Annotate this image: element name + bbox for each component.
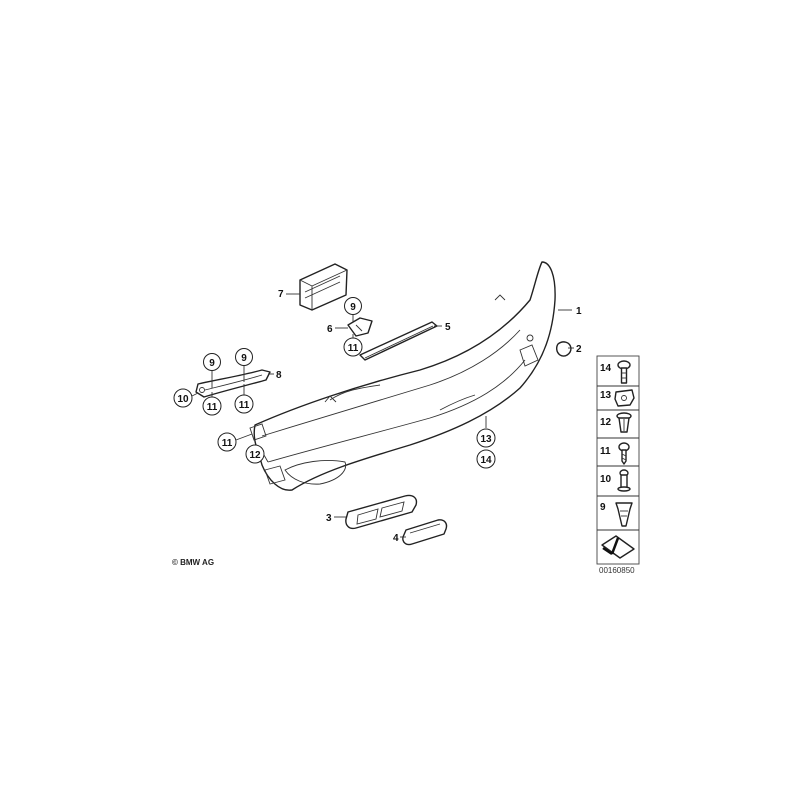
legend-row-10: 10 <box>600 469 631 492</box>
svg-text:12: 12 <box>600 417 612 428</box>
clip-nut-icon <box>614 389 635 407</box>
svg-text:7: 7 <box>278 289 284 300</box>
svg-text:14: 14 <box>480 455 492 466</box>
svg-text:11: 11 <box>600 446 611 457</box>
svg-text:13: 13 <box>600 390 612 401</box>
callout-6: 6 <box>327 324 348 335</box>
callout-7: 7 <box>278 289 300 300</box>
svg-text:9: 9 <box>350 302 356 313</box>
part-4-reflector <box>402 519 448 546</box>
callout-11-c: 11 <box>343 334 363 357</box>
push-clip-icon <box>615 502 633 527</box>
callout-4: 4 <box>393 533 406 544</box>
svg-text:11: 11 <box>222 438 233 449</box>
svg-text:11: 11 <box>239 400 250 411</box>
svg-text:8: 8 <box>276 370 282 381</box>
callout-9-c: 9 <box>344 297 362 322</box>
svg-text:3: 3 <box>326 513 332 524</box>
part-3-trim <box>345 494 418 530</box>
expanding-rivet-icon <box>616 412 632 433</box>
bolt-icon <box>617 360 631 384</box>
callout-11-a: 11 <box>202 392 222 416</box>
part-8-guide <box>195 369 271 398</box>
svg-text:10: 10 <box>177 394 189 405</box>
callout-1: 1 <box>558 306 582 317</box>
legend-row-9: 9 <box>600 502 633 527</box>
svg-text:10: 10 <box>600 474 612 485</box>
legend-row-14: 14 <box>600 360 631 384</box>
callout-10: 10 <box>173 388 199 408</box>
callout-9-a: 9 <box>203 353 221 388</box>
diagram-id: 00160850 <box>599 566 635 575</box>
svg-text:11: 11 <box>207 402 218 413</box>
svg-text:9: 9 <box>600 502 606 513</box>
fastener-legend: 14 13 12 11 <box>596 355 640 565</box>
svg-text:14: 14 <box>600 363 612 374</box>
callout-11-b: 11 <box>234 384 254 414</box>
legend-row-11: 11 <box>600 442 630 465</box>
copyright-text: © BMW AG <box>172 558 214 567</box>
legend-row-13: 13 <box>600 389 635 407</box>
part-2-cap <box>555 341 572 357</box>
svg-text:11: 11 <box>348 343 359 354</box>
svg-text:9: 9 <box>209 358 215 369</box>
callout-9-b: 9 <box>235 348 253 382</box>
svg-text:2: 2 <box>576 344 582 355</box>
plug-icon <box>617 469 631 492</box>
callout-5: 5 <box>434 322 451 333</box>
page-reference-icon <box>601 535 635 559</box>
part-5-strip <box>359 321 438 361</box>
svg-text:9: 9 <box>241 353 247 364</box>
svg-text:6: 6 <box>327 324 333 335</box>
callout-3: 3 <box>326 513 346 524</box>
part-6-bracket <box>347 317 373 337</box>
callout-13: 13 <box>476 416 496 448</box>
legend-row-12: 12 <box>600 412 632 433</box>
callout-11-d: 11 <box>217 432 253 452</box>
rear-bumper-panel <box>249 261 556 491</box>
callout-8: 8 <box>268 370 282 381</box>
callout-12: 12 <box>245 444 269 464</box>
screw-icon <box>618 442 630 465</box>
part-7-component <box>299 263 348 311</box>
svg-text:1: 1 <box>576 306 582 317</box>
svg-text:13: 13 <box>480 434 492 445</box>
svg-text:12: 12 <box>249 450 261 461</box>
svg-text:4: 4 <box>393 533 399 544</box>
callout-2: 2 <box>568 344 582 355</box>
callout-14: 14 <box>476 449 496 469</box>
svg-text:5: 5 <box>445 322 451 333</box>
